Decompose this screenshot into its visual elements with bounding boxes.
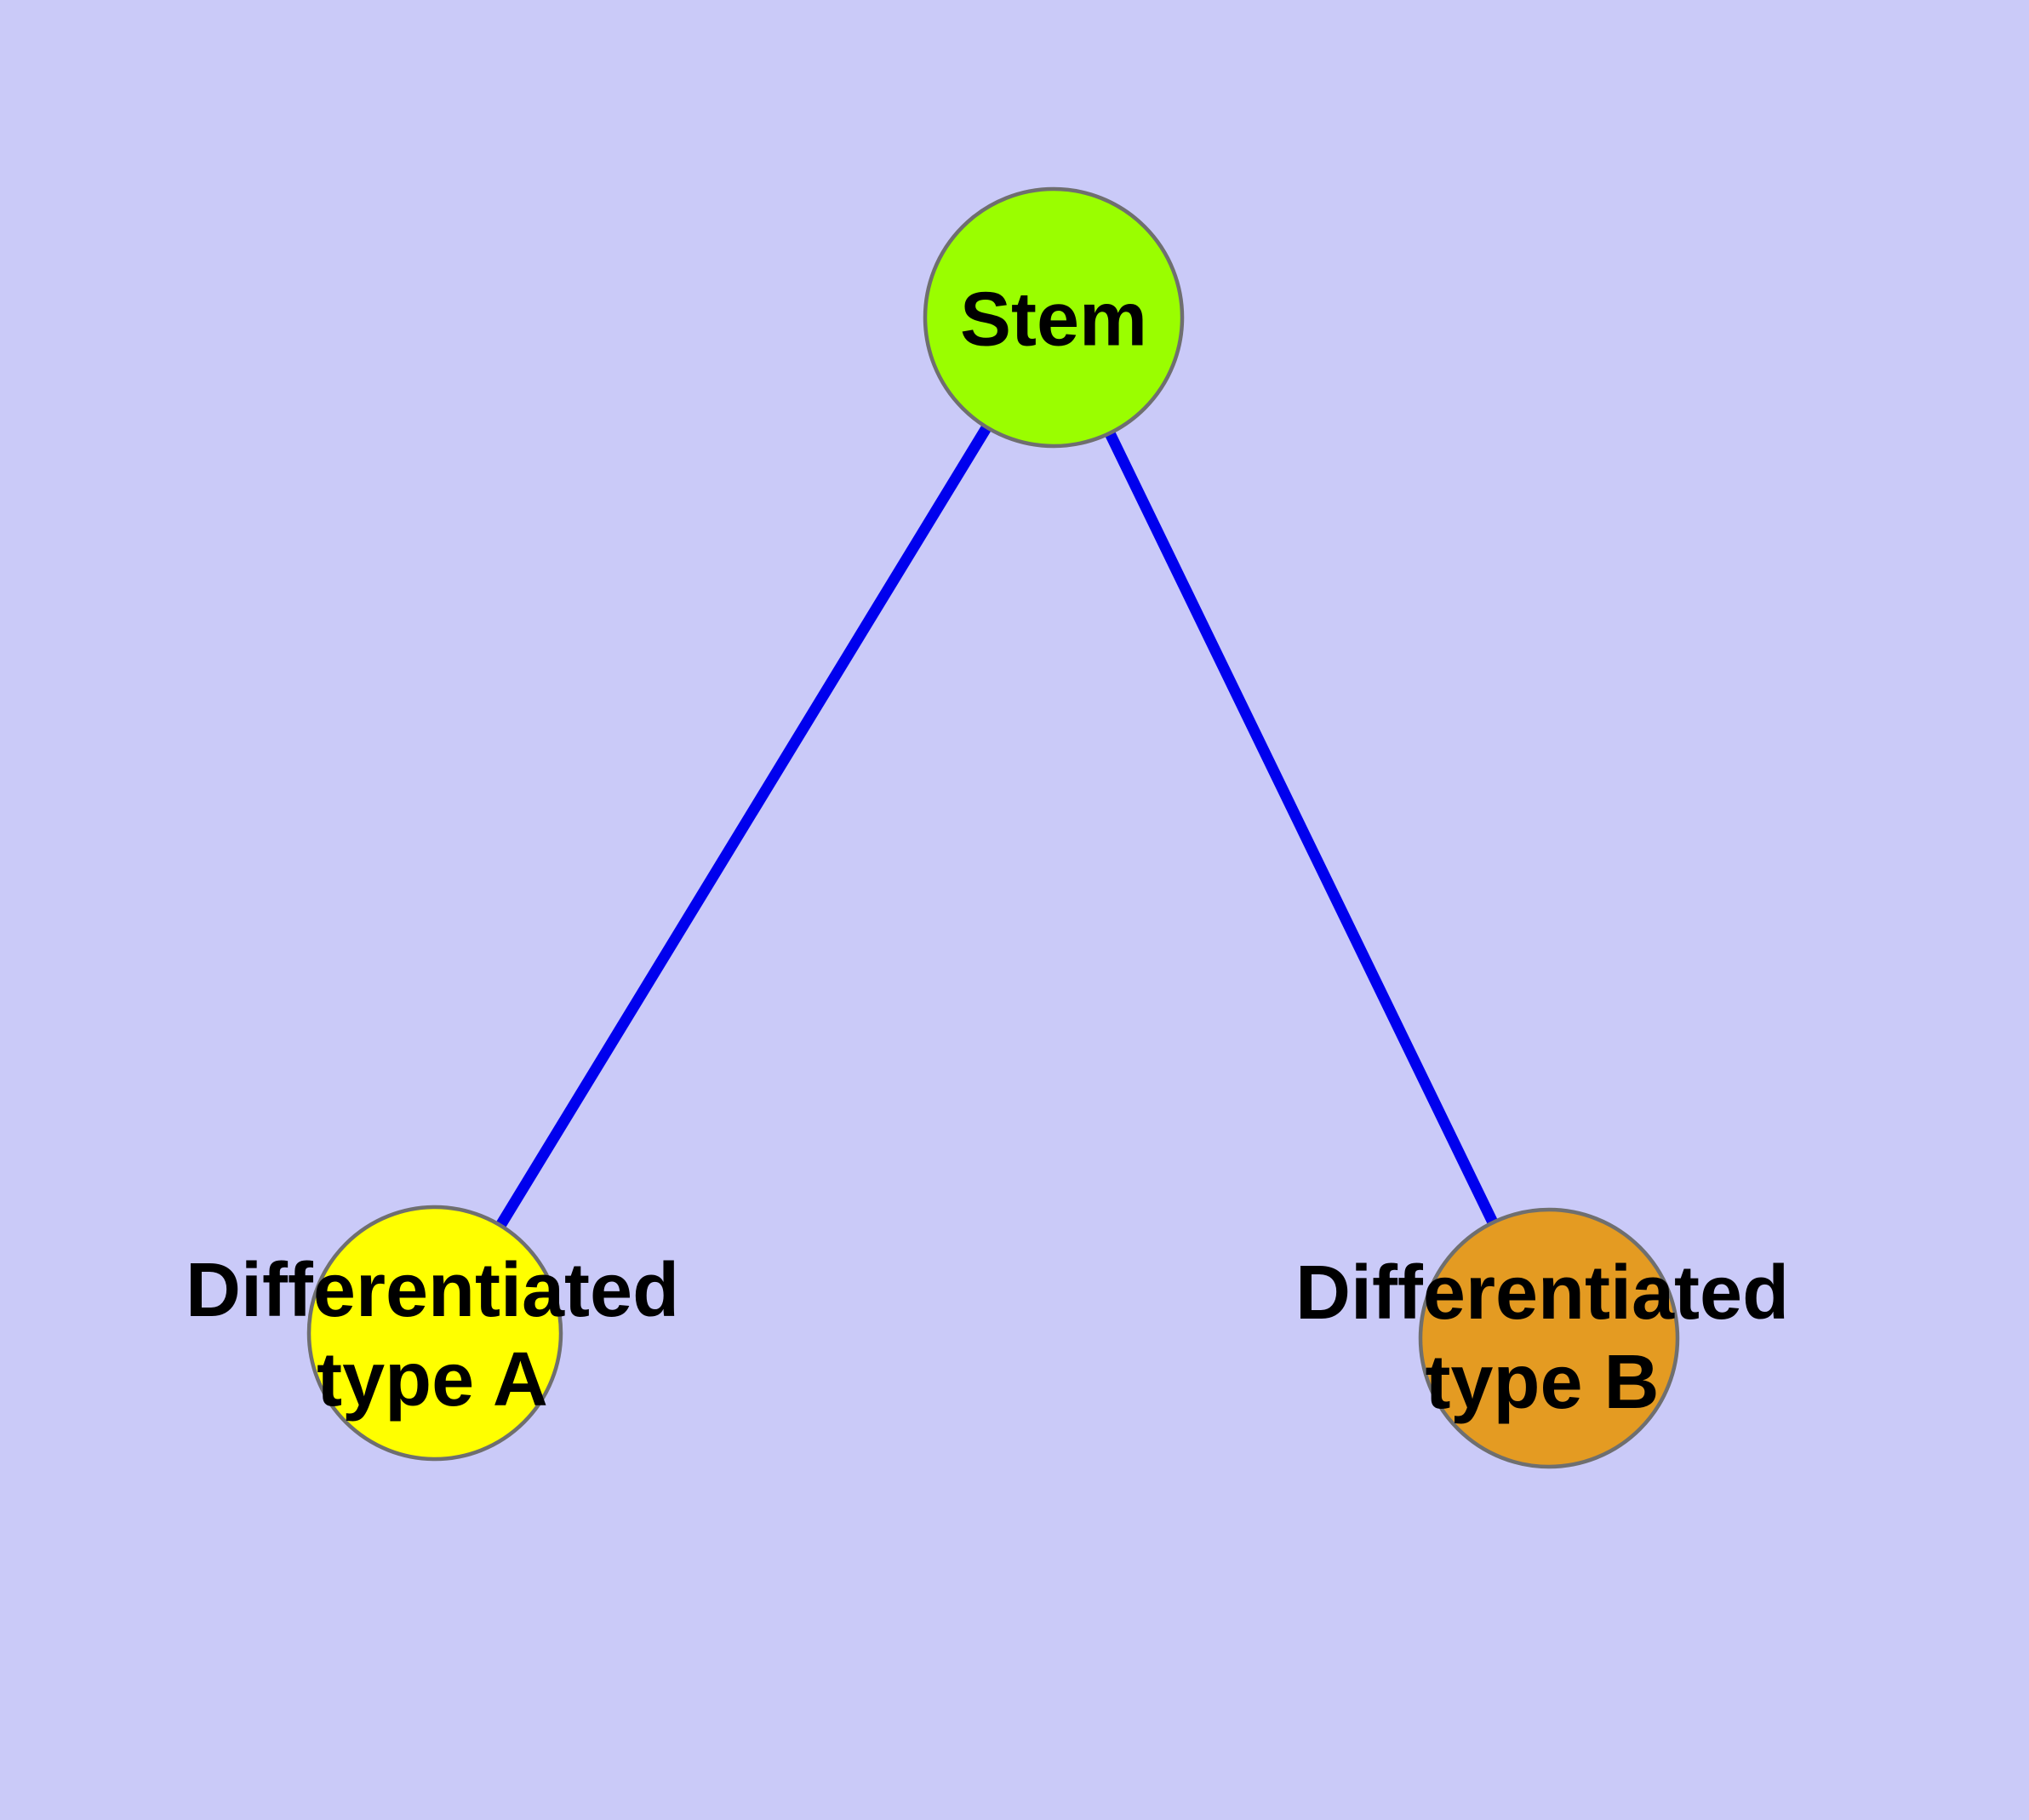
- edge-stem-to-type-b: [1049, 315, 1554, 1341]
- node-type-a-circle: [306, 1205, 563, 1462]
- node-stem-circle: [923, 186, 1185, 449]
- node-type-b-circle: [1418, 1207, 1680, 1469]
- edge-stem-to-type-a: [430, 314, 1059, 1336]
